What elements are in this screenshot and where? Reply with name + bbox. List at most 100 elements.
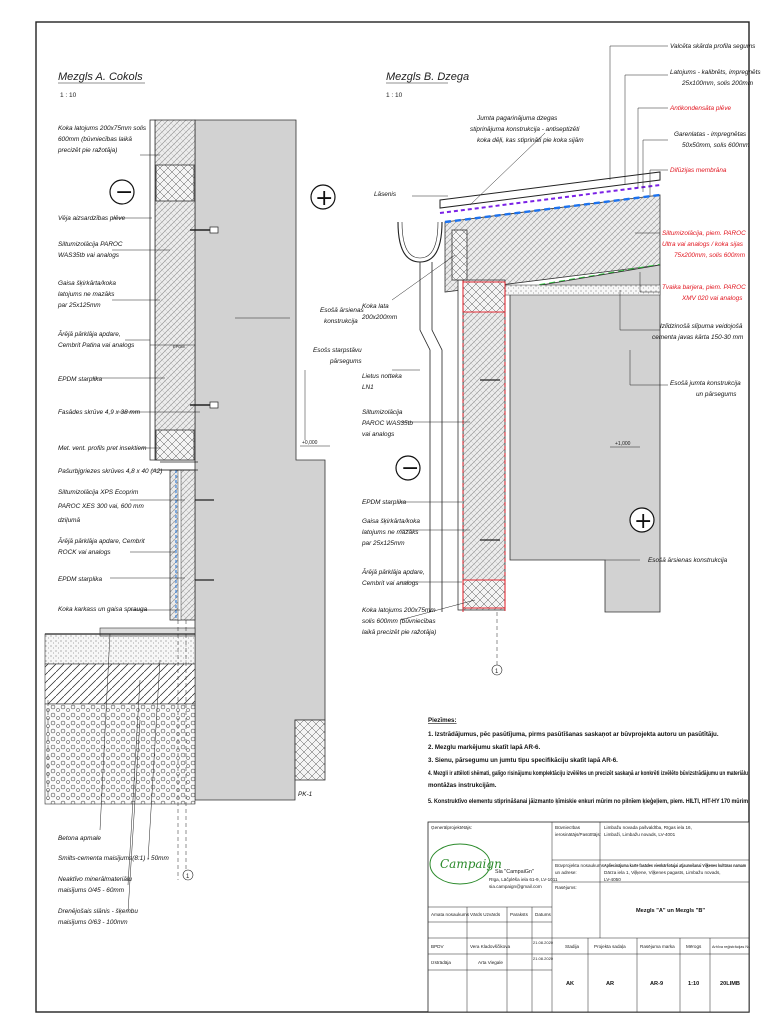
exterior-minus-symbol-b: − <box>401 456 419 481</box>
label-b-insulation-3: vai analogs <box>362 431 395 438</box>
object-value-3: LV-4050 <box>604 877 621 882</box>
notes: Piezīmes: 1. Izstrādājumus, pēc pasūtīju… <box>428 717 748 805</box>
interior-plus-symbol: + <box>315 186 333 211</box>
row-1-role: BPDV <box>431 944 444 949</box>
label-b-counter-battens-2: 50x50mm, solis 600mm <box>682 142 750 149</box>
label-b-roof-insulation-1: Siltumizolācija, piem. PAROC <box>662 230 746 237</box>
note-1: 1. Izstrādājumus, pēc pasūtījuma, pirms … <box>428 731 719 738</box>
object-label-2: un adrese: <box>555 870 577 875</box>
drawing-title: Mezgls "A" un Mezgls "B" <box>636 908 705 914</box>
label-a-xps-3: dziļumā <box>58 517 80 524</box>
label-a-batten-3: precizēt pie ražotāja) <box>57 147 117 154</box>
svg-text:1: 1 <box>186 874 190 880</box>
label-a-timber-frame: Koka karkass un gaisa sprauga <box>58 606 148 613</box>
label-b-roof-insulation-2: Ultra vai analogs / koka sijas <box>662 241 744 248</box>
stage-value: AK <box>566 981 574 987</box>
label-a-insulation-1: Siltumizolācija PAROC <box>58 241 123 248</box>
exterior-minus-icon <box>109 179 135 205</box>
row-2-name: Arta Viegale <box>478 960 503 965</box>
facade-cladding <box>149 119 156 461</box>
exterior-minus-icon-b <box>395 455 421 481</box>
label-a-cladding-1: Ārējā pārklāja apdare, <box>57 330 121 338</box>
level-mark-a: +0,000 <box>302 440 318 446</box>
diffusion-membrane <box>444 193 661 224</box>
note-4: 4. Mezgli ir attēloti shēmati, galīgo ri… <box>428 770 748 777</box>
section-value: AR <box>606 981 614 987</box>
col-header-drawing-mark: Rasējuma marka <box>640 944 675 949</box>
label-a-vent-profile: Met. vent. profils pret insektiem <box>58 445 147 452</box>
row-2-date: 21.08.2020 <box>533 956 554 961</box>
label-b-batten-1: Koka latojums 200x75mm <box>362 607 436 614</box>
rev-header-name: Vārds Uzvārds <box>470 912 501 917</box>
row-1-date: 21.08.2020 <box>533 940 554 945</box>
col-header-archive: Arhīva reģistrācijas Nr. <box>712 944 750 949</box>
label-b-batten-2: solis 600mm (būvniecības <box>362 618 436 625</box>
label-b-eave-1: Jumta pagarinājuma dzegas <box>476 115 558 122</box>
label-b-epdm: EPDM starplika <box>362 499 406 506</box>
label-b-air-gap-2: latojums ne mazāks <box>362 529 419 536</box>
label-b-cladding-1: Ārējā pārklāja apdare, <box>361 568 425 576</box>
col-header-scale: Mērogs <box>686 944 702 949</box>
label-a-xps-2: PAROC XES 300 vai, 600 mm <box>58 503 145 510</box>
exterior-minus-symbol: − <box>115 180 133 205</box>
label-a-drainage-2: maisījums 0/63 - 100mm <box>58 919 128 926</box>
label-b-screed-2: cementa javas kārta 150-30 mm <box>652 334 744 341</box>
downpipe <box>419 262 431 612</box>
row-1-name: Vera Kladovščikova <box>470 944 511 949</box>
detail-a: Mezgls A. Cokols 1 : 10 EPDM <box>44 71 364 926</box>
sand-cement-layer <box>44 633 196 665</box>
col-header-stage: Stadija <box>565 944 579 949</box>
company-logo <box>429 843 491 885</box>
notes-heading: Piezīmes: <box>428 717 457 724</box>
svg-text:EPDM: EPDM <box>173 344 185 349</box>
roof-sheet <box>439 171 661 209</box>
pk-1-label: PK-1 <box>298 791 313 798</box>
wall-insulation-b <box>462 279 506 611</box>
gravel-drainage <box>44 703 196 805</box>
scale-value: 1:10 <box>688 981 699 987</box>
label-b-timber-2: 200x200mm <box>361 314 398 321</box>
label-a-mineral-1: Neaktīvo minerālmateriālu <box>58 876 132 883</box>
label-b-eave-3: koka dēļi, kas stiprināti pie koka sijām <box>477 137 584 144</box>
label-a-batten-1: Koka latojums 200x75mm solis <box>58 125 147 132</box>
note-4-continued: montāžas instrukcijām. <box>428 782 497 789</box>
label-a-batten-2: 600mm (būvniecības laikā <box>58 136 132 143</box>
existing-roof-structure <box>499 264 661 613</box>
level-mark-b: +1,000 <box>615 441 631 447</box>
label-b-existing-roof-1: Esošā jumta konstrukcija <box>670 380 741 387</box>
label-a-drainage-1: Drenējošais slānis - šķembu <box>58 908 138 915</box>
pk-1-element <box>294 719 326 781</box>
label-a-epdm-2: EPDM starplika <box>58 576 102 583</box>
label-b-air-gap-1: Gaisa šķirkārta/koka <box>362 518 420 525</box>
detail-b-title: Mezgls B. Dzega <box>386 71 469 83</box>
client-label-1: Būvniecības <box>555 825 581 830</box>
title-block: Ģenerālprojektētājs: Campaign Sia "Campa… <box>427 821 750 1013</box>
label-a-air-gap-1: Gaisa šķirkārta/koka <box>58 280 116 287</box>
label-a-cladding-2: Cembrit Patina vai analogs <box>58 342 135 349</box>
label-b-air-gap-3: par 25x125mm <box>361 540 405 547</box>
company-logo-text: Campaign <box>440 857 502 871</box>
gutter <box>397 221 443 263</box>
sheet-frame <box>35 21 750 1013</box>
label-b-screed-1: Izlīdzinošā slīpuma veidojošā <box>660 323 743 330</box>
general-designer-label: Ģenerālprojektētājs: <box>431 825 472 830</box>
label-a-plinth-cladding-2: ROCK vai analogs <box>58 549 111 556</box>
label-a-wind-barrier: Vēja aizsardzības plēve <box>58 215 126 222</box>
label-b-eave-2: stiprinājuma konstrukcija - antiseptizēt… <box>470 126 580 133</box>
client-value-2: Limbaži, Limbažu novads, LV-4001 <box>604 832 676 837</box>
label-a-air-gap-3: par 25x125mm <box>57 302 101 309</box>
label-a-xps-1: Siltumizolācija XPS Ecoprim <box>58 489 139 496</box>
interior-plus-symbol-b: + <box>634 509 652 534</box>
existing-wall <box>194 119 326 801</box>
label-a-sand-cement: Smilts-cementa maisījums(8:1) - 50mm <box>58 855 169 862</box>
drawing-mark-value: AR-9 <box>650 981 663 987</box>
label-b-counter-battens-1: Garenlatas - impregnētas <box>674 131 747 138</box>
label-b-vapour-barrier-1: Tvaika barjera, piem. PAROC <box>662 284 746 291</box>
label-b-gutter-1: Lietus notteka <box>362 373 402 380</box>
interior-plus-icon-b <box>629 507 655 533</box>
detail-b-scale: 1 : 10 <box>386 92 403 99</box>
label-b-battens-1: Latojums - kalibrēts, impregnēts <box>670 69 761 76</box>
client-label-2: ierosinātājs/Pasūtītājs: <box>555 832 601 837</box>
label-b-roof-insulation-3: 75x200mm, solis 600mm <box>674 252 746 259</box>
label-b-batten-3: laikā precizēt pie ražotāja) <box>362 629 436 636</box>
